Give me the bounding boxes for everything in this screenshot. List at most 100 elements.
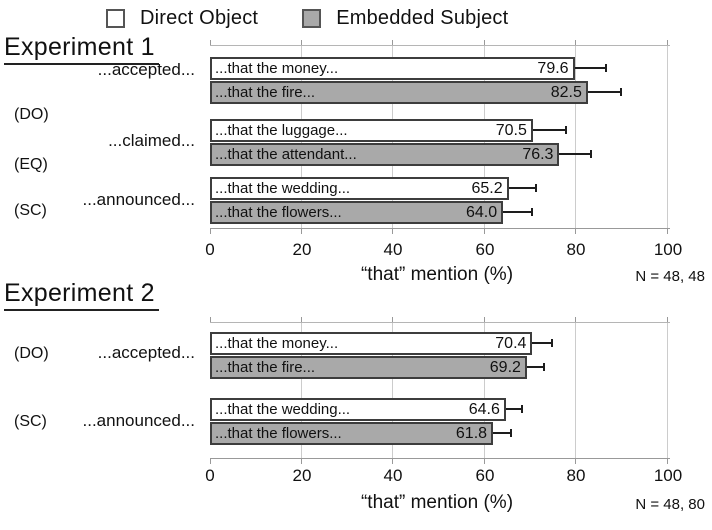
tick-mark (575, 229, 576, 234)
bar: ...that the flowers... 64.0 (210, 201, 504, 224)
x-tick-label: 40 (383, 466, 403, 485)
gridline (301, 323, 302, 458)
gridline (575, 323, 576, 458)
legend-label-direct-object: Direct Object (140, 7, 259, 29)
verb-label: ...accepted... (97, 60, 195, 79)
bar-value: 64.6 (468, 400, 500, 418)
legend-label-embedded-subject: Embedded Subject (336, 7, 509, 29)
tick-mark (301, 317, 302, 322)
bar: ...that the wedding... 64.6 (210, 398, 506, 421)
error-bar-cap (589, 150, 592, 158)
bar-label: ...that the wedding... (215, 180, 351, 197)
error-bar (493, 429, 513, 437)
bar-label: ...that the luggage... (215, 122, 348, 139)
bar: ...that the fire... 69.2 (210, 356, 527, 379)
bar-label: ...that the wedding... (215, 401, 351, 418)
gridline (392, 323, 393, 458)
tick-mark (301, 459, 302, 464)
error-bar (559, 150, 592, 158)
condition-label: (DO) (14, 106, 49, 123)
sample-size-label-exp1: N = 48, 48 (635, 268, 705, 285)
condition-label: (EQ) (14, 156, 48, 173)
tick-mark (392, 229, 393, 234)
tick-mark (575, 317, 576, 322)
bar: ...that the attendant...76.3 (210, 143, 560, 166)
legend: Direct Object Embedded Subject (106, 7, 508, 30)
bar-label: ...that the flowers... (215, 204, 342, 221)
error-bar-cap (620, 88, 623, 96)
x-tick-label: 100 (653, 240, 683, 259)
bar-value: 79.6 (537, 59, 569, 77)
tick-mark (392, 317, 393, 322)
verb-label: ...announced... (82, 411, 195, 430)
x-tick-label: 80 (566, 240, 586, 259)
error-bar-cap (604, 64, 607, 72)
bar-value: 69.2 (489, 358, 521, 376)
bar: ...that the flowers...61.8 (210, 422, 494, 445)
bar: ...that the money...70.4 (210, 332, 533, 355)
x-axis-label-exp1: “that” mention (%) (360, 264, 514, 285)
bar-value: 70.4 (495, 334, 527, 352)
bar: ...that the fire... 82.5 (210, 81, 588, 104)
experiment-1-heading: Experiment 1 (4, 33, 159, 65)
bar-value: 65.2 (471, 179, 503, 197)
condition-label: (SC) (14, 202, 47, 219)
x-tick-label: 0 (205, 466, 215, 485)
x-axis-label-exp2: “that” mention (%) (360, 492, 514, 513)
error-bar-cap (530, 208, 533, 216)
x-tick-label: 80 (566, 466, 586, 485)
x-tick-label: 0 (205, 240, 215, 259)
verb-label: ...accepted... (97, 343, 195, 362)
embedded-subject-swatch-icon (302, 9, 322, 28)
legend-item-embedded-subject: Embedded Subject (302, 7, 508, 30)
gridline (484, 323, 485, 458)
tick-mark (210, 317, 211, 322)
bar: ...that the wedding... 65.2 (210, 177, 509, 200)
direct-object-swatch-icon (106, 9, 125, 28)
x-tick-label: 100 (653, 466, 683, 485)
error-bar (587, 88, 623, 96)
error-bar (505, 405, 523, 413)
error-bar-cap (510, 429, 513, 437)
tick-mark (484, 317, 485, 322)
tick-mark (392, 40, 393, 45)
tick-mark (301, 40, 302, 45)
condition-label: (DO) (14, 345, 49, 362)
tick-mark (392, 459, 393, 464)
error-bar-cap (520, 405, 523, 413)
tick-mark (667, 40, 668, 45)
bar-value: 64.0 (465, 203, 498, 221)
gridline (667, 323, 668, 458)
x-tick-label: 60 (475, 466, 495, 485)
bar-value: 61.8 (455, 424, 488, 442)
condition-label: (SC) (14, 413, 47, 430)
tick-mark (575, 459, 576, 464)
bar: ...that the luggage...70.5 (210, 119, 533, 142)
bar-label: ...that the fire... (215, 359, 316, 376)
verb-label: ...announced... (82, 190, 195, 209)
tick-mark (210, 459, 211, 464)
bar-value: 82.5 (550, 83, 582, 101)
tick-mark (484, 229, 485, 234)
tick-mark (484, 40, 485, 45)
tick-mark (575, 40, 576, 45)
tick-mark (301, 229, 302, 234)
tick-mark (667, 229, 668, 234)
x-tick-label: 20 (292, 466, 312, 485)
tick-mark (667, 459, 668, 464)
sample-size-label-exp2: N = 48, 80 (635, 496, 705, 513)
error-bar (503, 208, 533, 216)
error-bar (508, 184, 538, 192)
x-tick-label: 20 (292, 240, 312, 259)
legend-item-direct-object: Direct Object (106, 7, 258, 30)
bar-label: ...that the fire... (215, 84, 316, 101)
verb-label: ...claimed... (108, 131, 195, 150)
bar-label: ...that the attendant... (215, 146, 357, 163)
tick-mark (484, 459, 485, 464)
error-bar (532, 126, 568, 134)
error-bar-cap (535, 184, 538, 192)
error-bar (526, 363, 546, 371)
gridline (667, 46, 668, 228)
bar-label: ...that the money... (215, 60, 339, 77)
